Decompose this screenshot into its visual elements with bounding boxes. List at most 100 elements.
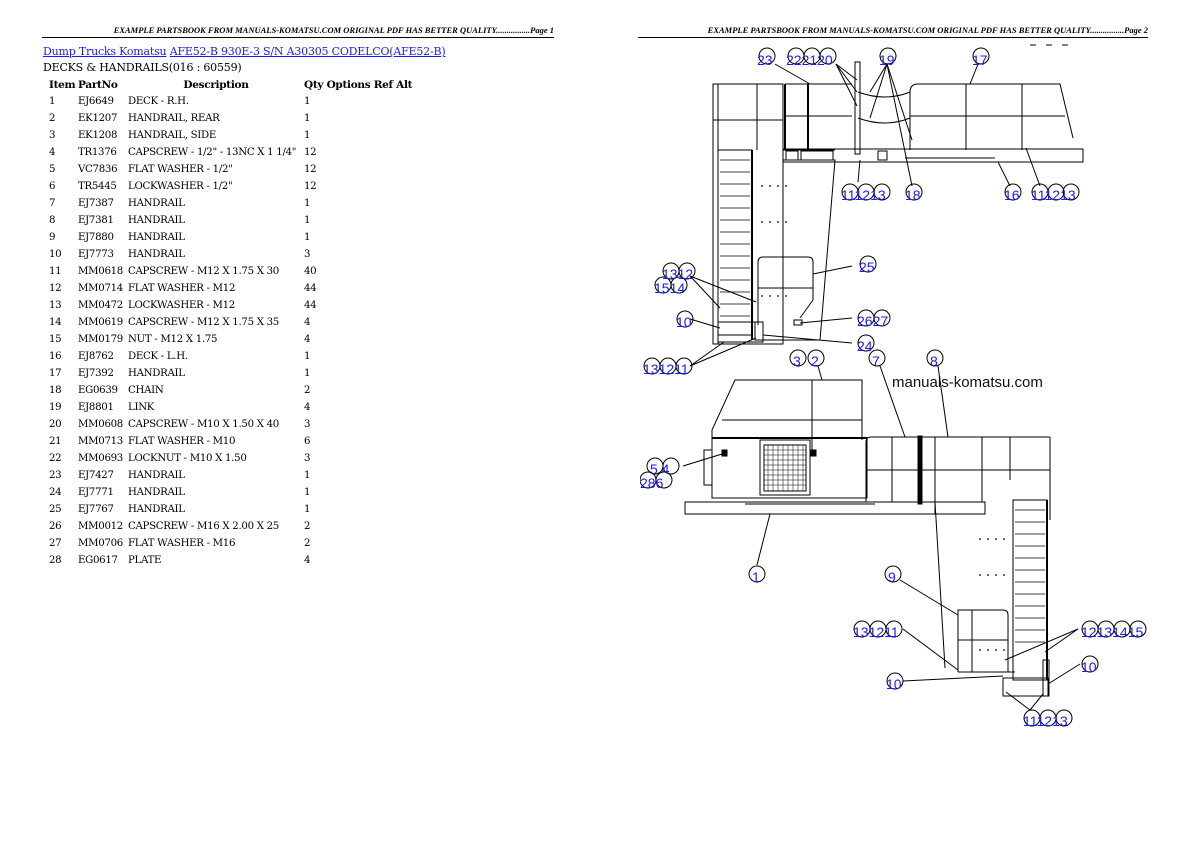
item-number: 16 [49, 351, 62, 362]
part-quantity: 1 [304, 351, 311, 362]
part-description: FLAT WASHER - M16 [128, 538, 236, 549]
item-number: 1 [49, 96, 56, 107]
item-number: 13 [49, 300, 62, 311]
callout-19: 19 [879, 52, 895, 68]
callout-25: 25 [859, 259, 875, 275]
part-description: HANDRAIL [128, 470, 185, 481]
section-title: DECKS & HANDRAILS(016 : 60559) [43, 61, 242, 74]
part-description: LINK [128, 402, 155, 413]
breadcrumb-link-dump-trucks[interactable]: Dump Trucks Komatsu [43, 45, 167, 58]
item-number: 5 [49, 164, 56, 175]
part-number: EJ8762 [78, 351, 114, 362]
callout-18: 18 [905, 187, 921, 203]
callout-10: 10 [886, 676, 902, 692]
callout-10: 10 [1081, 659, 1097, 675]
part-quantity: 1 [304, 113, 311, 124]
part-quantity: 1 [304, 368, 311, 379]
callout-17: 17 [972, 52, 988, 68]
header-description: Description [183, 78, 249, 91]
callout-5-4: 5 4 [650, 461, 670, 477]
part-quantity: 3 [304, 453, 311, 464]
table-row: 23 EJ7427 HANDRAIL 1 [45, 467, 412, 484]
callout-11-12-13: 111213 [841, 187, 886, 203]
header-qty-options-ref-alt: Qty Options Ref Alt [304, 76, 412, 93]
callout-15-14: 1514 [654, 280, 685, 296]
part-quantity: 12 [304, 147, 317, 158]
part-number: MM0608 [78, 419, 123, 430]
part-number: MM0618 [78, 266, 123, 277]
part-quantity: 2 [304, 385, 311, 396]
part-description: PLATE [128, 555, 162, 566]
part-number: EJ7427 [78, 470, 114, 481]
item-number: 11 [49, 266, 62, 277]
part-quantity: 3 [304, 249, 311, 260]
part-description: DECK - R.H. [128, 96, 189, 107]
item-number: 21 [49, 436, 62, 447]
breadcrumb: Dump Trucks Komatsu AFE52-B 930E-3 S/N A… [43, 45, 446, 58]
part-number: TR1376 [78, 147, 117, 158]
part-number: MM0706 [78, 538, 123, 549]
part-quantity: 1 [304, 215, 311, 226]
callout-11-12-13: 111213 [1031, 187, 1076, 203]
item-number: 20 [49, 419, 62, 430]
item-number: 23 [49, 470, 62, 481]
part-number: EK1207 [78, 113, 118, 124]
item-number: 6 [49, 181, 56, 192]
part-description: FLAT WASHER - M12 [128, 283, 236, 294]
part-number: EJ7381 [78, 215, 114, 226]
part-quantity: 1 [304, 130, 311, 141]
exploded-parts-diagram: 23 222120 19 17 111213 18 16 111213 25 1… [639, 38, 1160, 758]
part-number: EJ7773 [78, 249, 114, 260]
part-description: HANDRAIL [128, 487, 185, 498]
part-quantity: 4 [304, 402, 311, 413]
part-quantity: 44 [304, 300, 317, 311]
part-description: HANDRAIL, REAR [128, 113, 220, 124]
part-description: CHAIN [128, 385, 164, 396]
part-quantity: 1 [304, 470, 311, 481]
item-number: 26 [49, 521, 62, 532]
item-number: 28 [49, 555, 62, 566]
part-quantity: 1 [304, 504, 311, 515]
part-description: CAPSCREW - M12 X 1.75 X 35 [128, 317, 279, 328]
part-description: HANDRAIL, SIDE [128, 130, 217, 141]
diagram-svg: 23 222120 19 17 111213 18 16 111213 25 1… [639, 44, 1147, 729]
callout-28-6: 286 [640, 475, 664, 491]
part-number: EG0639 [78, 385, 118, 396]
item-number: 2 [49, 113, 56, 124]
callout-9: 9 [888, 569, 896, 585]
part-number: MM0179 [78, 334, 123, 345]
part-description: HANDRAIL [128, 249, 185, 260]
part-description: CAPSCREW - M12 X 1.75 X 30 [128, 266, 279, 277]
item-number: 3 [49, 130, 56, 141]
item-number: 24 [49, 487, 62, 498]
callout-16: 16 [1004, 187, 1020, 203]
part-quantity: 40 [304, 266, 317, 277]
part-number: MM0472 [78, 300, 123, 311]
callout-24: 24 [857, 338, 873, 354]
part-description: HANDRAIL [128, 504, 185, 515]
breadcrumb-link-model[interactable]: AFE52-B 930E-3 S/N A30305 CODELCO(AFE52-… [169, 45, 446, 58]
item-number: 4 [49, 147, 56, 158]
item-number: 17 [49, 368, 62, 379]
part-number: MM0714 [78, 283, 123, 294]
header-options: Options [326, 78, 371, 91]
header-alt: Alt [396, 78, 413, 91]
part-quantity: 12 [304, 164, 317, 175]
part-description: CAPSCREW - M16 X 2.00 X 25 [128, 521, 279, 532]
callout-1: 1 [752, 569, 760, 585]
